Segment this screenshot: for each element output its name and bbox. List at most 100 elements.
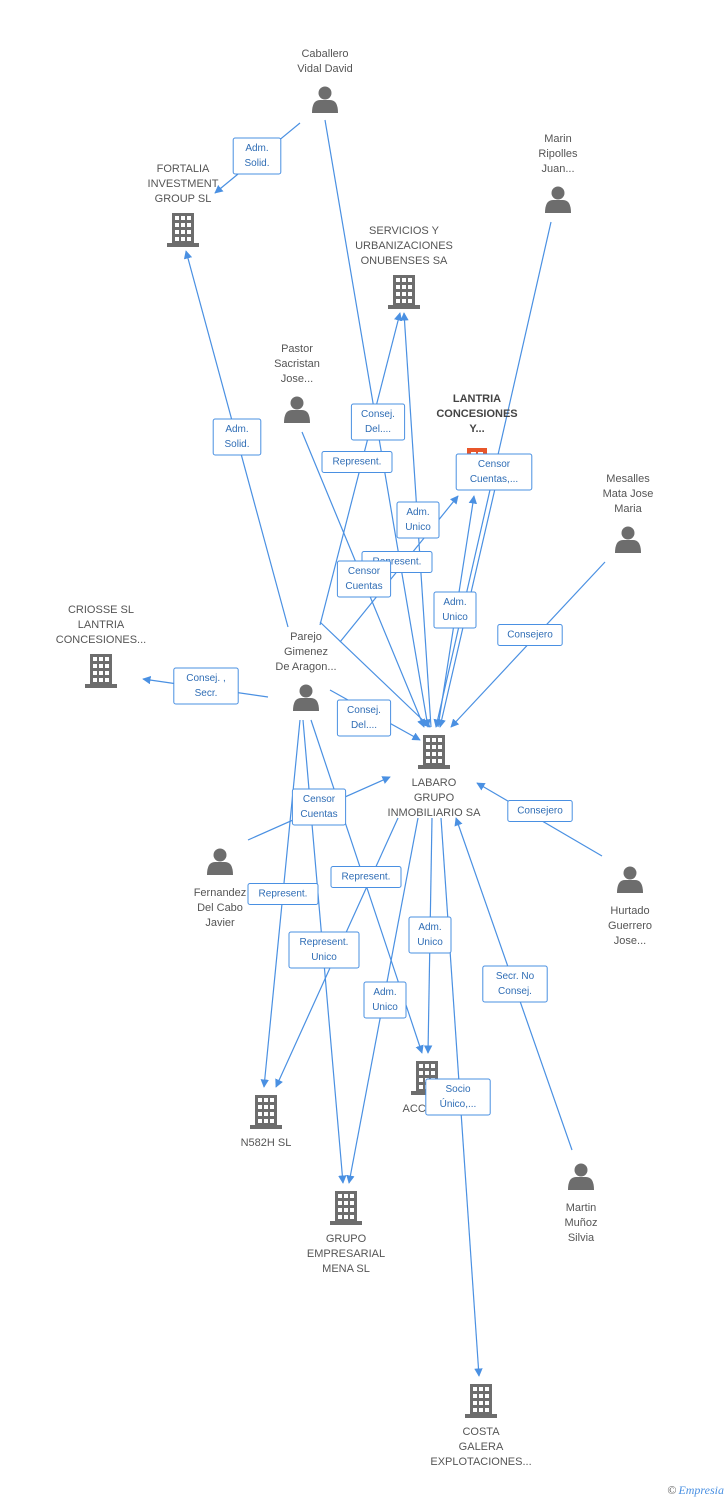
edge-label-text: Secr. xyxy=(195,688,218,699)
edge-label-box[interactable] xyxy=(497,624,563,646)
edge-label-box[interactable] xyxy=(288,931,360,969)
building-icon[interactable] xyxy=(167,213,199,247)
edge-label-text: Adm. xyxy=(225,424,248,435)
building-icon[interactable] xyxy=(250,1095,282,1129)
person-icon[interactable] xyxy=(293,684,319,712)
edge-label-e17[interactable]: Represent. xyxy=(247,883,319,905)
node-label-line: Pastor xyxy=(281,343,313,355)
edge-label-text: Represent. xyxy=(373,557,422,568)
node-pastor[interactable]: PastorSacristanJose... xyxy=(274,343,320,423)
building-icon[interactable] xyxy=(330,1191,362,1225)
person-icon[interactable] xyxy=(545,186,571,214)
edge-label-box[interactable] xyxy=(363,981,407,1019)
person-icon[interactable] xyxy=(615,526,641,554)
edge-label-box[interactable] xyxy=(408,916,452,954)
edge-label-e10[interactable]: CensorCuentas,... xyxy=(455,453,533,491)
node-label-line: CONCESIONES... xyxy=(56,634,146,646)
edge-label-text: Consej. xyxy=(498,986,532,997)
edge-label-box[interactable] xyxy=(396,501,440,539)
node-label-line: Jose... xyxy=(614,935,646,947)
node-label-line: GROUP SL xyxy=(155,193,212,205)
building-icon[interactable] xyxy=(418,735,450,769)
node-label-line: Ripolles xyxy=(538,148,578,160)
node-label-line: Sacristan xyxy=(274,358,320,370)
edge-label-e14[interactable]: Consej.Del.... xyxy=(336,699,392,737)
person-icon[interactable] xyxy=(617,866,643,894)
node-label-line: Del Cabo xyxy=(197,902,243,914)
node-label-line: ONUBENSES SA xyxy=(361,255,448,267)
edge-label-box[interactable] xyxy=(482,965,548,1003)
edge-label-e18[interactable]: Represent. xyxy=(330,866,402,888)
edge-label-box[interactable] xyxy=(455,453,533,491)
edge-label-box[interactable] xyxy=(247,883,319,905)
edge-parejo-to-labaro[interactable] xyxy=(319,621,431,728)
edge-label-box[interactable] xyxy=(321,451,393,473)
edge-label-e15[interactable]: Consejero xyxy=(507,800,573,822)
edge-label-box[interactable] xyxy=(291,788,347,826)
edge-label-e4[interactable]: Adm.Solid. xyxy=(212,418,262,456)
node-label-line: N582H SL xyxy=(241,1137,292,1149)
brand-logo-text[interactable]: Empresia xyxy=(678,1483,724,1497)
footer-credit: ©Empresia xyxy=(667,1483,724,1498)
edge-label-e1[interactable]: Adm.Solid. xyxy=(232,137,282,175)
edge-label-e11[interactable]: Consejero xyxy=(497,624,563,646)
node-label-line: Gimenez xyxy=(284,646,328,658)
edge-label-text: Consej. xyxy=(347,705,381,716)
edge-label-text: Cuentas xyxy=(345,581,382,592)
node-label-line: Silvia xyxy=(568,1232,595,1244)
edge-label-e19[interactable]: Represent.Unico xyxy=(288,931,360,969)
edge-label-text: Adm. xyxy=(406,507,429,518)
edge-label-layer: Adm.Solid. Adm.Solid. Consej.Del.... Repres… xyxy=(173,137,573,1116)
edge-label-box[interactable] xyxy=(330,866,402,888)
edge-label-box[interactable] xyxy=(173,667,239,705)
node-label-line: FORTALIA xyxy=(157,163,210,175)
node-label-line: Muñoz xyxy=(564,1217,597,1229)
edge-label-box[interactable] xyxy=(232,137,282,175)
edge-label-text: Adm. xyxy=(245,143,268,154)
node-n582h[interactable]: N582H SL xyxy=(241,1095,292,1149)
edge-label-box[interactable] xyxy=(433,591,477,629)
edge-label-e8[interactable]: Adm.Unico xyxy=(396,501,440,539)
node-costa_galera[interactable]: COSTAGALERAEXPLOTACIONES... xyxy=(430,1384,532,1468)
node-hurtado[interactable]: HurtadoGuerreroJose... xyxy=(608,866,652,948)
building-icon[interactable] xyxy=(85,654,117,688)
node-label-line: Parejo xyxy=(290,631,322,643)
edge-label-text: Consejero xyxy=(517,806,563,817)
edge-label-e9[interactable]: Adm.Unico xyxy=(433,591,477,629)
edge-label-box[interactable] xyxy=(336,560,392,598)
edge-label-box[interactable] xyxy=(350,403,406,441)
node-criosse[interactable]: CRIOSSE SLLANTRIACONCESIONES... xyxy=(56,604,146,688)
edge-label-box[interactable] xyxy=(336,699,392,737)
person-icon[interactable] xyxy=(312,86,338,114)
edge-label-e6[interactable]: Represent. xyxy=(321,451,393,473)
edge-label-e5[interactable]: Consej.Del.... xyxy=(350,403,406,441)
node-marin_ripolles[interactable]: MarinRipollesJuan... xyxy=(538,133,578,213)
edge-label-box[interactable] xyxy=(425,1078,491,1116)
building-icon[interactable] xyxy=(465,1384,497,1418)
edge-label-text: Unico xyxy=(417,937,443,948)
person-icon[interactable] xyxy=(284,396,310,424)
edge-label-e23[interactable]: SocioÚnico,... xyxy=(425,1078,491,1116)
edge-label-box[interactable] xyxy=(507,800,573,822)
building-icon[interactable] xyxy=(388,275,420,309)
edge-label-box[interactable] xyxy=(212,418,262,456)
edge-label-e20[interactable]: Adm.Unico xyxy=(408,916,452,954)
node-label-line: Guerrero xyxy=(608,920,652,932)
person-icon[interactable] xyxy=(207,848,233,876)
edge-label-text: Represent. xyxy=(300,937,349,948)
person-icon[interactable] xyxy=(568,1163,594,1191)
edge-label-e21[interactable]: Adm.Unico xyxy=(363,981,407,1019)
edge-label-e12[interactable]: Consej. ,Secr. xyxy=(173,667,239,705)
